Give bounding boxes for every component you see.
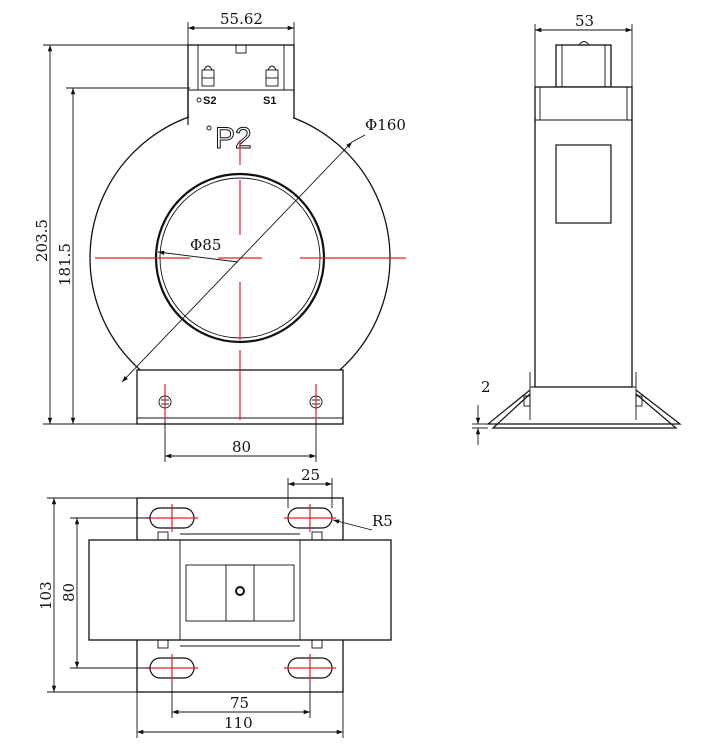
svg-text:110: 110: [224, 714, 253, 732]
front-view: S2 S1 P2 55.62 203.5: [33, 10, 406, 462]
dim-overall-height: 203.5: [33, 44, 188, 425]
bottom-view: 25 R5 103 80 75: [37, 466, 393, 738]
svg-text:80: 80: [60, 583, 78, 602]
svg-text:80: 80: [232, 438, 251, 456]
terminal-label-s1: S1: [263, 95, 276, 107]
dim-inner-diameter: Φ85: [157, 236, 239, 263]
dim-overall-depth: 103: [37, 497, 137, 693]
svg-text:103: 103: [37, 581, 55, 610]
svg-text:55.62: 55.62: [220, 10, 263, 28]
svg-text:Φ160: Φ160: [365, 116, 406, 134]
dim-window-height: 181.5: [56, 87, 190, 424]
svg-text:2: 2: [481, 378, 491, 396]
svg-text:25: 25: [301, 466, 320, 484]
svg-text:Φ85: Φ85: [190, 236, 221, 254]
dim-overall-width: 110: [136, 692, 344, 738]
dim-slot-radius: R5: [332, 512, 393, 531]
bottom-housing: [88, 539, 392, 641]
svg-text:181.5: 181.5: [56, 243, 74, 286]
side-view: 53 2: [472, 12, 682, 445]
svg-text:75: 75: [230, 694, 249, 712]
dim-base-thickness: 2: [472, 378, 491, 445]
side-body: [534, 86, 633, 388]
marking-p2: P2: [215, 122, 252, 155]
svg-text:53: 53: [575, 12, 594, 30]
terminal-screw-s1: [265, 65, 279, 87]
dim-slot-length: 25: [287, 466, 333, 508]
terminal-screw-s2: [201, 65, 215, 87]
side-label-window: [555, 144, 612, 224]
dim-slot-spacing-vertical: 80: [60, 517, 150, 669]
svg-text:203.5: 203.5: [33, 219, 51, 262]
dim-base-holes: 80: [164, 420, 317, 462]
dim-slot-spacing-horizontal: 75: [171, 682, 311, 718]
svg-text:R5: R5: [372, 512, 393, 530]
terminal-label-s2: S2: [203, 95, 216, 107]
bottom-centerlines: [146, 504, 336, 682]
dim-top-width: 55.62: [187, 10, 295, 45]
dim-side-width: 53: [534, 12, 633, 87]
